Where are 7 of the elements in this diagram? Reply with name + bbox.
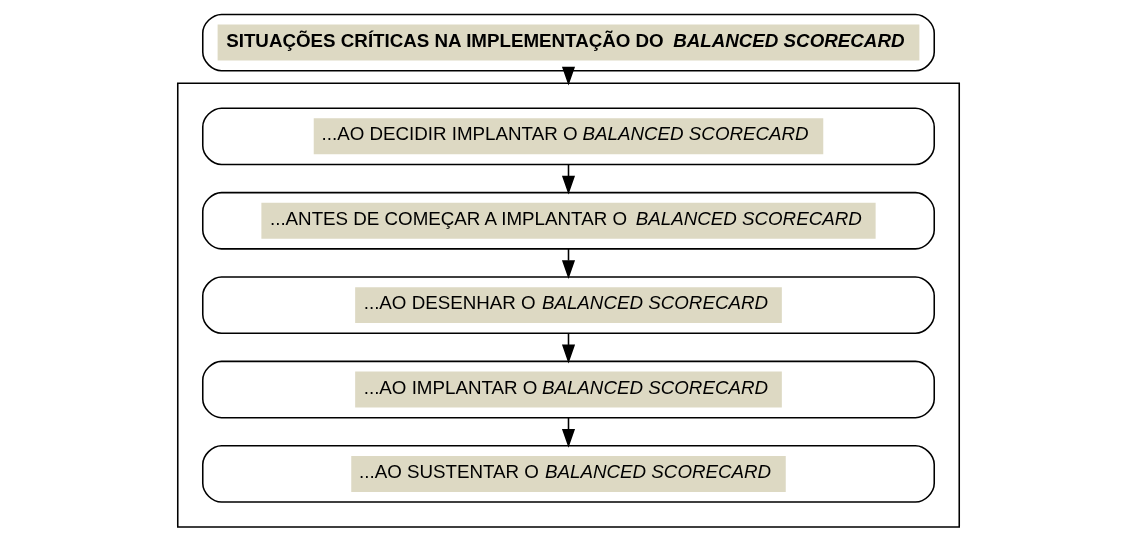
arrow: [561, 66, 576, 86]
node-box: ...AO IMPLANTAR O BALANCED SCORECARD: [202, 360, 935, 419]
node-box: ...AO DECIDIR IMPLANTAR O BALANCED SCORECARD: [202, 107, 935, 166]
node-box: ...AO DESENHAR O BALANCED SCORECARD: [202, 276, 935, 335]
node-box: ...AO SUSTENTAR O BALANCED SCORECARD: [202, 445, 935, 503]
cluster: [177, 82, 960, 528]
node-box: ...ANTES DE COMEÇAR A IMPLANTAR O BALANCED SCORECARD: [202, 191, 935, 250]
